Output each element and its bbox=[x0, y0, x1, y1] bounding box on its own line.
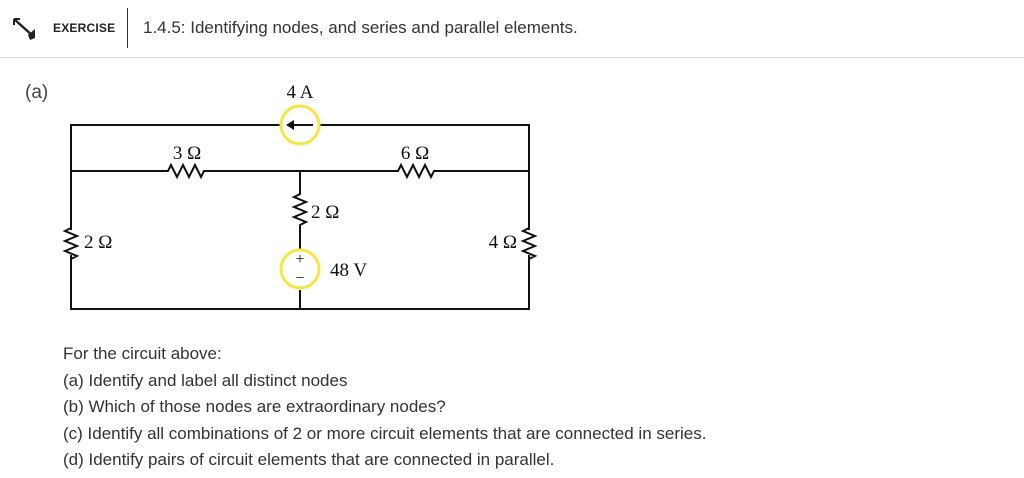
circuit-wires bbox=[70, 124, 530, 310]
resistor-2ohm-left bbox=[62, 225, 80, 262]
pencil-ruler-icon bbox=[13, 18, 35, 40]
question-b: (b) Which of those nodes are extraordina… bbox=[63, 397, 446, 416]
question-c: (c) Identify all combinations of 2 or mo… bbox=[63, 423, 707, 443]
label-6ohm: 6 Ω bbox=[401, 143, 429, 164]
label-48v: 48 V bbox=[330, 260, 367, 281]
arrow-left-icon bbox=[286, 120, 313, 130]
voltage-source-circle bbox=[279, 248, 321, 290]
label-2ohm-left: 2 Ω bbox=[84, 232, 112, 253]
question-d: (d) Identify pairs of circuit elements t… bbox=[63, 450, 555, 469]
resistor-6ohm bbox=[393, 162, 440, 180]
resistor-3ohm bbox=[163, 162, 210, 180]
resistor-4ohm-right bbox=[520, 225, 538, 262]
plus-sign: + bbox=[295, 251, 304, 268]
label-current-source: 4 A bbox=[287, 82, 314, 103]
question-list: For the circuit above: (a) Identify and … bbox=[63, 341, 706, 474]
header-divider bbox=[127, 8, 128, 48]
label-2ohm-middle: 2 Ω bbox=[311, 202, 339, 223]
question-a: (a) Identify and label all distinct node… bbox=[63, 370, 348, 390]
label-3ohm: 3 Ω bbox=[173, 143, 201, 164]
circuit-diagram: + − 4 A 3 Ω 6 Ω 2 Ω 2 Ω 4 Ω 48 V bbox=[62, 82, 538, 310]
resistor-2ohm-middle bbox=[291, 191, 309, 228]
exercise-title: 1.4.5: Identifying nodes, and series and… bbox=[143, 18, 578, 37]
exercise-header: EXERCISE 1.4.5: Identifying nodes, and s… bbox=[0, 0, 1024, 58]
exercise-label: EXERCISE bbox=[53, 21, 116, 35]
part-label: (a) bbox=[25, 82, 49, 103]
minus-sign: − bbox=[295, 270, 304, 287]
label-4ohm-right: 4 Ω bbox=[489, 232, 517, 253]
question-intro: For the circuit above: bbox=[63, 344, 222, 363]
